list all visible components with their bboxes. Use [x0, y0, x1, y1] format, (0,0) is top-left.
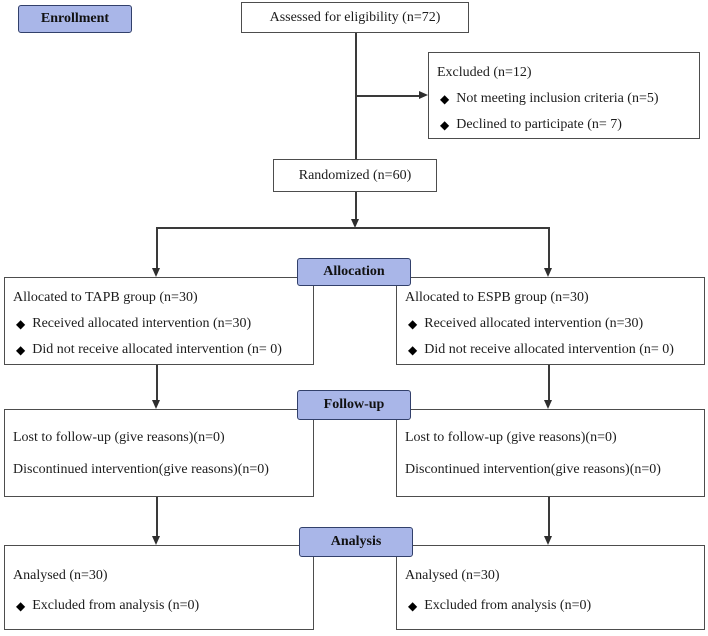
diamond-bullet-icon: ◆: [16, 343, 26, 357]
allocation-espb-box: Allocated to ESPB group (n=30) ◆ Receive…: [396, 277, 705, 365]
arrowhead-split: [351, 219, 359, 228]
stage-label-followup: Follow-up: [297, 390, 411, 420]
excluded-title: Excluded (n=12): [437, 65, 532, 80]
allocation-tapb-box: Allocated to TAPB group (n=30) ◆ Receive…: [4, 277, 314, 365]
followup-tapb-line: Discontinued intervention(give reasons)(…: [13, 462, 269, 477]
followup-espb-box: Lost to follow-up (give reasons)(n=0) Di…: [396, 409, 705, 497]
arrowhead-alloc-left: [152, 268, 160, 277]
allocation-tapb-item: ◆ Received allocated intervention (n=30): [16, 316, 252, 331]
analysis-espb-box: Analysed (n=30) ◆ Excluded from analysis…: [396, 545, 705, 630]
assessed-eligibility-text: Assessed for eligibility (n=72): [269, 9, 441, 25]
connector-alloc-to-followup-left: [156, 365, 158, 401]
stage-label-allocation: Allocation: [297, 258, 411, 286]
stage-label-analysis: Analysis: [299, 527, 413, 557]
diamond-bullet-icon: ◆: [408, 343, 418, 357]
diamond-bullet-icon: ◆: [408, 317, 418, 331]
followup-tapb-line: Lost to follow-up (give reasons)(n=0): [13, 430, 225, 445]
connector-alloc-to-followup-right: [548, 365, 550, 401]
analysis-tapb-item: ◆ Excluded from analysis (n=0): [16, 598, 200, 613]
connector-split-to-alloc-right: [548, 227, 550, 268]
diamond-bullet-icon: ◆: [408, 599, 418, 613]
allocation-espb-title: Allocated to ESPB group (n=30): [405, 290, 589, 305]
followup-espb-line: Lost to follow-up (give reasons)(n=0): [405, 430, 617, 445]
connector-followup-to-analysis-left: [156, 497, 158, 537]
analysis-espb-title: Analysed (n=30): [405, 568, 500, 583]
connector-split-horizontal: [157, 227, 550, 229]
allocation-espb-item: ◆ Received allocated intervention (n=30): [408, 316, 644, 331]
arrowhead-followup-left: [152, 400, 160, 409]
randomized-text: Randomized (n=60): [298, 167, 412, 183]
connector-branch-to-excluded: [356, 95, 420, 97]
excluded-item: ◆ Declined to participate (n= 7): [440, 117, 622, 132]
assessed-eligibility-box: Assessed for eligibility (n=72): [241, 2, 469, 33]
diamond-bullet-icon: ◆: [16, 317, 26, 331]
arrowhead-alloc-right: [544, 268, 552, 277]
randomized-box: Randomized (n=60): [273, 159, 437, 192]
connector-split-to-alloc-left: [156, 227, 158, 268]
diamond-bullet-icon: ◆: [440, 118, 450, 132]
excluded-item: ◆ Not meeting inclusion criteria (n=5): [440, 91, 659, 106]
analysis-espb-item: ◆ Excluded from analysis (n=0): [408, 598, 592, 613]
followup-tapb-box: Lost to follow-up (give reasons)(n=0) Di…: [4, 409, 314, 497]
followup-espb-line: Discontinued intervention(give reasons)(…: [405, 462, 661, 477]
allocation-tapb-item: ◆ Did not receive allocated intervention…: [16, 342, 282, 357]
arrowhead-excluded: [419, 91, 428, 99]
analysis-tapb-title: Analysed (n=30): [13, 568, 108, 583]
connector-followup-to-analysis-right: [548, 497, 550, 537]
excluded-box: Excluded (n=12) ◆ Not meeting inclusion …: [428, 52, 700, 139]
stage-label-enrollment: Enrollment: [18, 5, 132, 33]
diamond-bullet-icon: ◆: [440, 92, 450, 106]
arrowhead-analysis-left: [152, 536, 160, 545]
connector-assessed-to-randomized: [355, 33, 357, 160]
arrowhead-analysis-right: [544, 536, 552, 545]
connector-randomized-to-split: [355, 192, 357, 221]
allocation-tapb-title: Allocated to TAPB group (n=30): [13, 290, 198, 305]
arrowhead-followup-right: [544, 400, 552, 409]
analysis-tapb-box: Analysed (n=30) ◆ Excluded from analysis…: [4, 545, 314, 630]
allocation-espb-item: ◆ Did not receive allocated intervention…: [408, 342, 674, 357]
diamond-bullet-icon: ◆: [16, 599, 26, 613]
